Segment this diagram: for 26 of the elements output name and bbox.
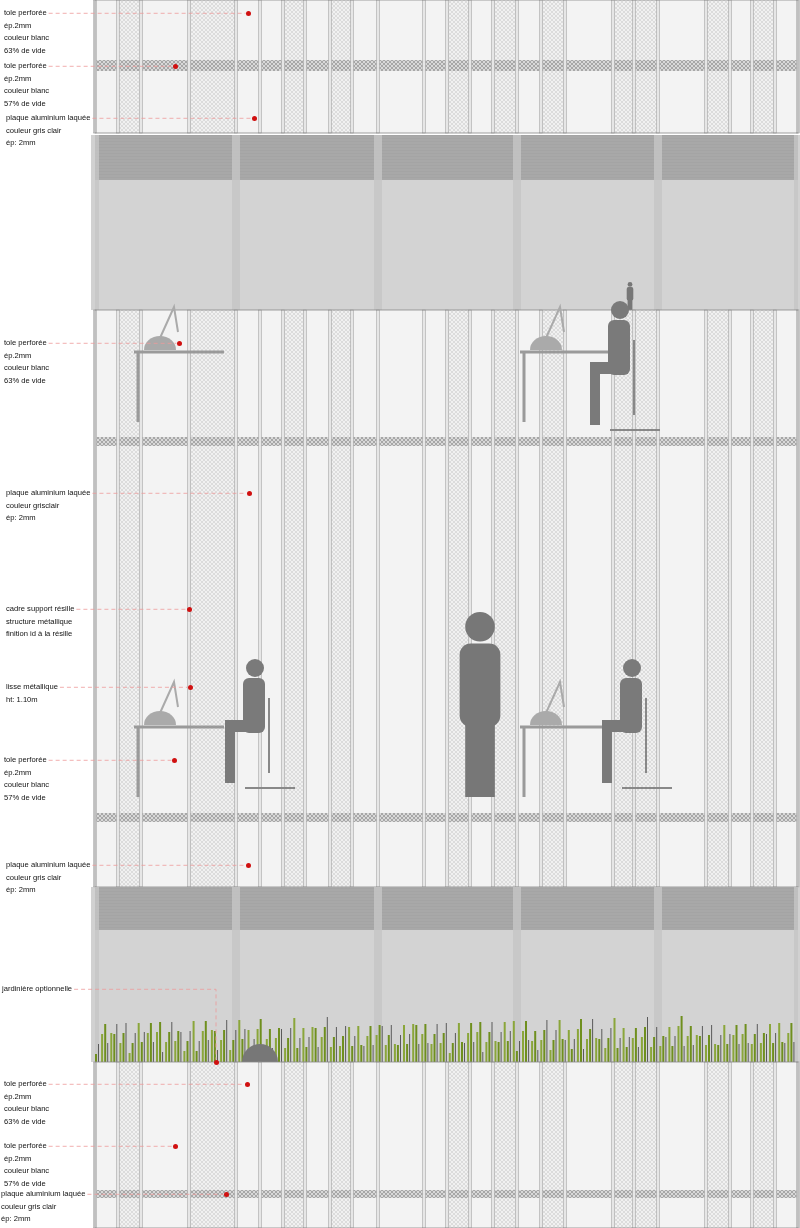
- leader-line: [48, 65, 173, 67]
- leader-line: [48, 1083, 245, 1085]
- callout-dot: [172, 1143, 178, 1149]
- callout-dot: [244, 1081, 250, 1087]
- leader-line: [59, 686, 188, 688]
- leader-line: [48, 1145, 173, 1147]
- callout-dot: [187, 684, 193, 690]
- leader-line: [48, 12, 246, 14]
- leader-line: [48, 759, 172, 761]
- callout-dot: [245, 10, 251, 16]
- callout-dot: [171, 757, 177, 763]
- callout-dot: [223, 1191, 229, 1197]
- callout-dot: [246, 490, 252, 496]
- leader-line: [92, 864, 246, 866]
- leader-line: [76, 608, 187, 610]
- callout-dot: [176, 340, 182, 346]
- leader-line: [92, 492, 247, 494]
- callout-dot: [251, 115, 257, 121]
- leader-line: [92, 117, 252, 119]
- callout-dot: [172, 63, 178, 69]
- callout-dot: [186, 606, 192, 612]
- leader-line: [73, 988, 217, 1060]
- callout-dot: [245, 862, 251, 868]
- leader-line: [87, 1193, 224, 1195]
- leader-line: [48, 342, 177, 344]
- callout-dot: [213, 1059, 219, 1065]
